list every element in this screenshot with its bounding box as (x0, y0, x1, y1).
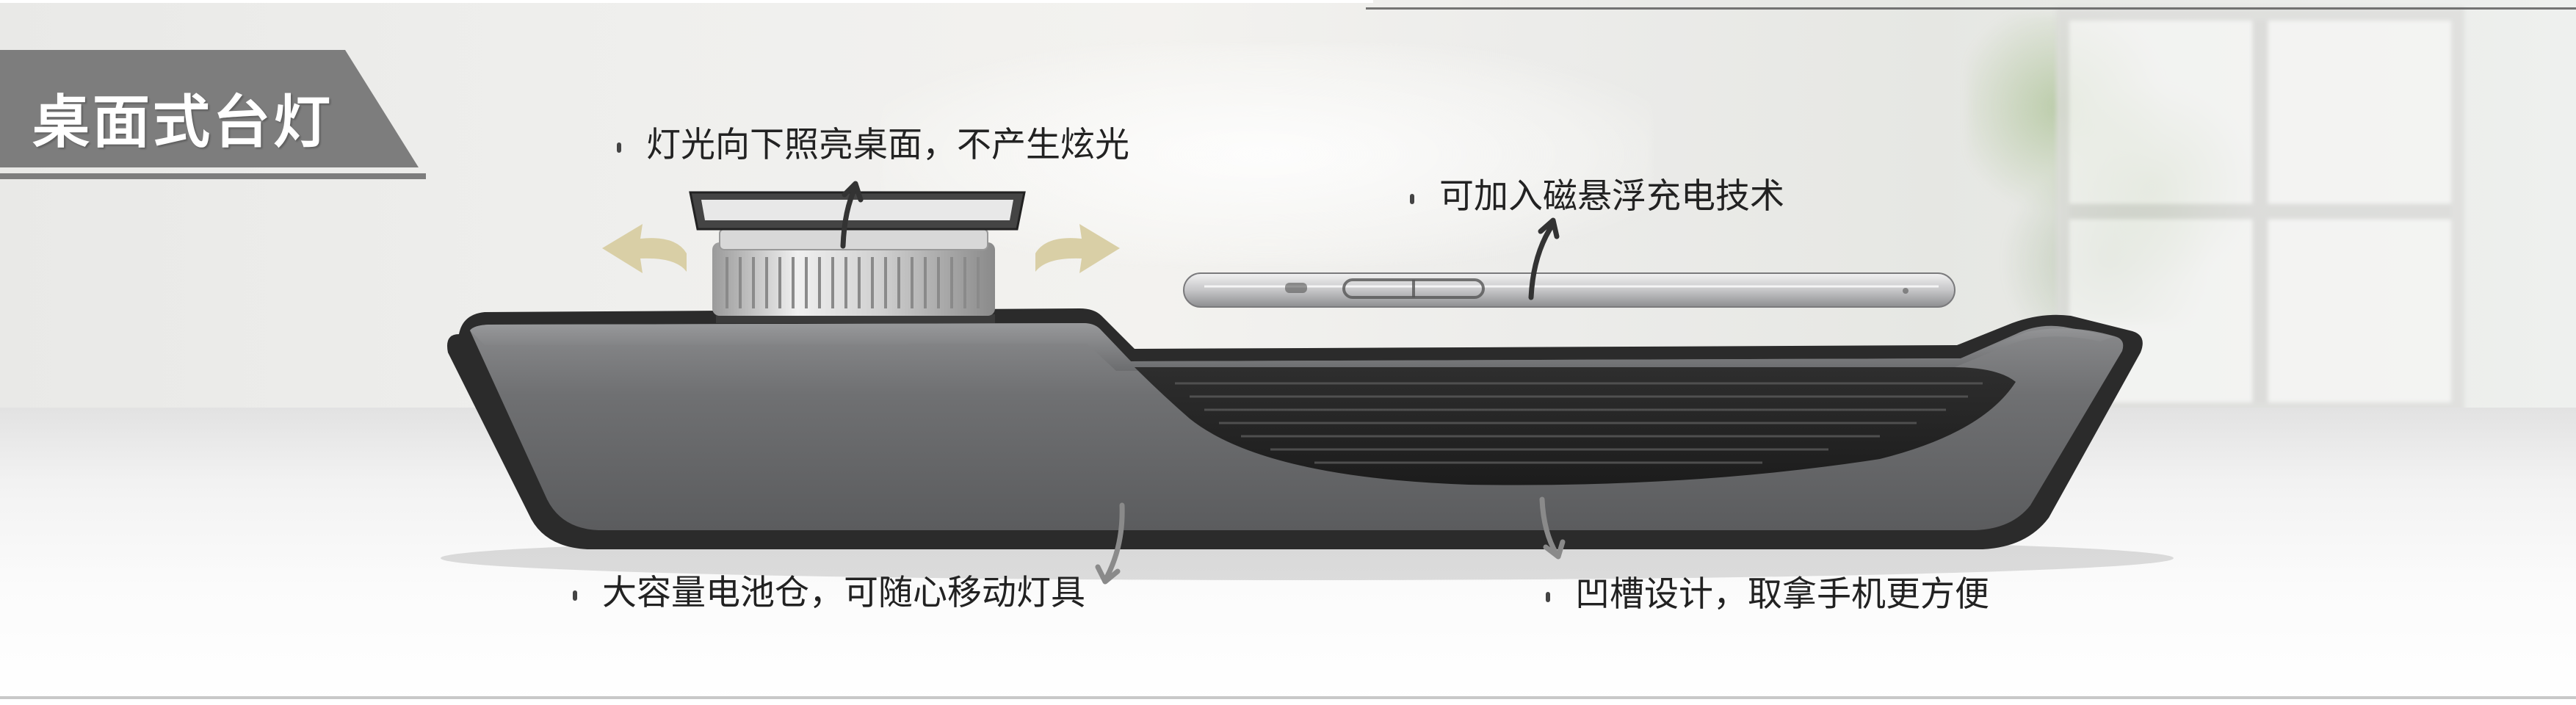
callout-battery-text: 大容量电池仓，可随心移动灯具 (602, 573, 1085, 613)
bullet-mark (1410, 193, 1414, 204)
bullet-mark (1546, 591, 1550, 602)
rotate-left-arrow-icon (602, 224, 687, 273)
callout-magnetic-text: 可加入磁悬浮充电技术 (1439, 176, 1784, 217)
groove-callout-arrow-icon (1539, 496, 1566, 560)
lamp-base-top (470, 323, 2115, 371)
bottom-rule (0, 696, 2576, 699)
light-callout-arrow-icon (840, 181, 864, 249)
bullet-mark (573, 590, 577, 601)
lamp-head (689, 191, 1026, 323)
smartphone (1183, 272, 1955, 308)
callout-light: 灯光向下照亮桌面，不产生炫光 (617, 116, 1129, 167)
battery-callout-arrow-icon (1095, 502, 1125, 585)
rotate-right-arrow-icon (1035, 224, 1120, 273)
callout-groove: 凹槽设计，取拿手机更方便 (1546, 565, 1989, 616)
title-banner-underline (0, 173, 426, 179)
top-rule (0, 0, 1373, 3)
callout-magnetic: 可加入磁悬浮充电技术 (1410, 167, 1784, 218)
groove-ridges (1175, 382, 1983, 464)
bullet-mark (617, 142, 621, 153)
callout-light-text: 灯光向下照亮桌面，不产生炫光 (646, 125, 1129, 165)
title-banner: 桌面式台灯 (0, 50, 426, 179)
page-title: 桌面式台灯 (32, 90, 334, 156)
magnetic-callout-arrow-icon (1528, 217, 1560, 300)
top-rule-right (1366, 7, 2576, 10)
callout-groove-text: 凹槽设计，取拿手机更方便 (1575, 574, 1989, 615)
callout-battery: 大容量电池仓，可随心移动灯具 (573, 564, 1085, 615)
title-banner-shape (0, 50, 419, 167)
